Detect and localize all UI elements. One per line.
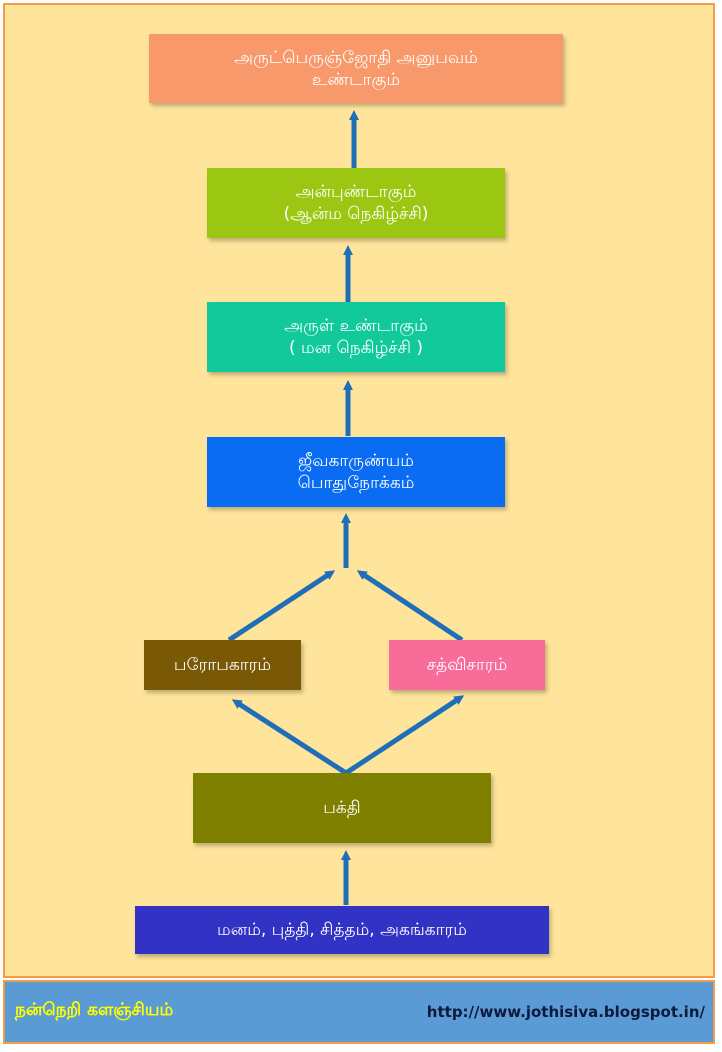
arrow-devotion-to-service	[231, 699, 348, 776]
arrow-service-to-junction	[227, 570, 336, 643]
node-love-line-1: அன்புண்டாகும்	[295, 182, 417, 202]
node-love: அன்புண்டாகும்(ஆன்ம நெகிழ்ச்சி)	[207, 168, 505, 238]
node-inquiry-line-1: சத்விசாரம்	[426, 655, 508, 675]
node-compassion-line-2: பொதுநோக்கம்	[297, 473, 415, 493]
footer-site-name: நன்நெறி களஞ்சியம்	[15, 1000, 174, 1020]
footer-bar: நன்நெறி களஞ்சியம் http://www.jothisiva.b…	[3, 980, 715, 1044]
arrow-devotion-to-inquiry	[344, 695, 465, 776]
node-inquiry: சத்விசாரம்	[389, 640, 545, 690]
node-grace-line-2: ( மன நெகிழ்ச்சி )	[288, 338, 424, 358]
node-service-line-1: பரோபகாரம்	[173, 655, 272, 675]
node-grace: அருள் உண்டாகும்( மன நெகிழ்ச்சி )	[207, 302, 505, 372]
node-experience: அருட்பெருஞ்ஜோதி அனுபவம்உண்டாகும்	[149, 34, 563, 103]
footer-url-link[interactable]: http://www.jothisiva.blogspot.in/	[426, 1003, 705, 1021]
arrows-layer	[227, 110, 465, 905]
node-experience-line-2: உண்டாகும்	[311, 69, 401, 90]
node-service: பரோபகாரம்	[144, 640, 301, 690]
node-mind: மனம், புத்தி, சித்தம், அகங்காரம்	[135, 906, 549, 954]
node-compassion-line-1: ஜீவகாருண்யம்	[298, 451, 414, 471]
node-love-line-2: (ஆன்ம நெகிழ்ச்சி)	[283, 204, 429, 224]
arrow-inquiry-to-junction	[356, 570, 464, 643]
node-devotion-line-1: பக்தி	[323, 798, 361, 818]
node-experience-line-1: அருட்பெருஞ்ஜோதி அனுபவம்	[234, 47, 478, 68]
node-mind-line-1: மனம், புத்தி, சித்தம், அகங்காரம்	[217, 920, 467, 940]
node-devotion: பக்தி	[193, 773, 491, 843]
node-compassion: ஜீவகாருண்யம்பொதுநோக்கம்	[207, 437, 505, 507]
node-grace-line-1: அருள் உண்டாகும்	[284, 316, 428, 336]
